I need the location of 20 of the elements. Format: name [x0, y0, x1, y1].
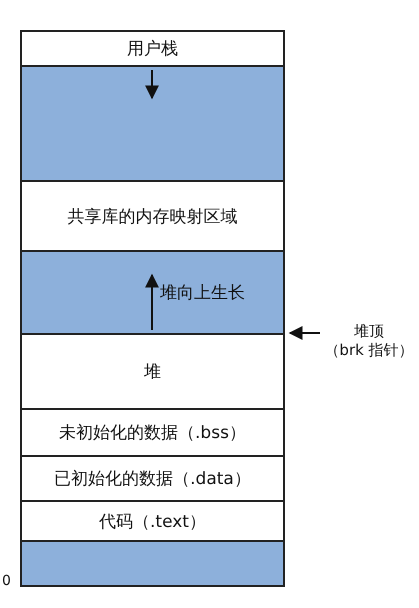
- pointer-arrow: [288, 326, 320, 340]
- pointer-label: （brk 指针）: [323, 341, 415, 360]
- memory-band: [20, 250, 285, 335]
- segment-label: 用户栈: [127, 38, 178, 60]
- memory-segment: [20, 408, 285, 457]
- memory-segment: [20, 333, 285, 410]
- pointer-label: 堆顶: [353, 322, 385, 341]
- segment-label: 未初始化的数据（.bss）: [59, 422, 246, 444]
- memory-band: [20, 65, 285, 182]
- segment-label: 代码（.text）: [99, 510, 206, 532]
- segment-label: 堆: [144, 361, 161, 383]
- memory-segment: [20, 455, 285, 502]
- memory-segment: [20, 180, 285, 252]
- memory-segment: [20, 30, 285, 67]
- memory-band: [20, 540, 285, 587]
- address-label: 0: [2, 573, 11, 589]
- segment-label: 堆向上生长: [160, 282, 245, 304]
- memory-segment: [20, 500, 285, 542]
- segment-label: 已初始化的数据（.data）: [54, 468, 251, 490]
- segment-label: 共享库的内存映射区域: [68, 206, 238, 228]
